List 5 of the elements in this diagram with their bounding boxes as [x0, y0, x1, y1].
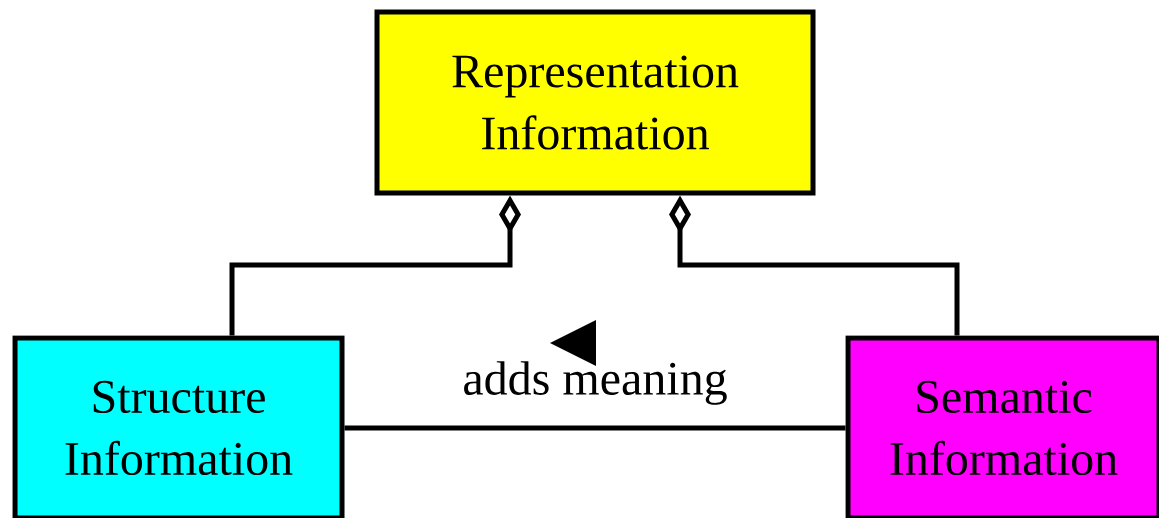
class-box: Structure Information	[12, 335, 345, 518]
edge-label: adds meaning	[464, 361, 727, 405]
class-box: Representation Information	[374, 9, 816, 196]
class-box: Semantic Information	[845, 335, 1159, 518]
connector	[344, 425, 846, 431]
